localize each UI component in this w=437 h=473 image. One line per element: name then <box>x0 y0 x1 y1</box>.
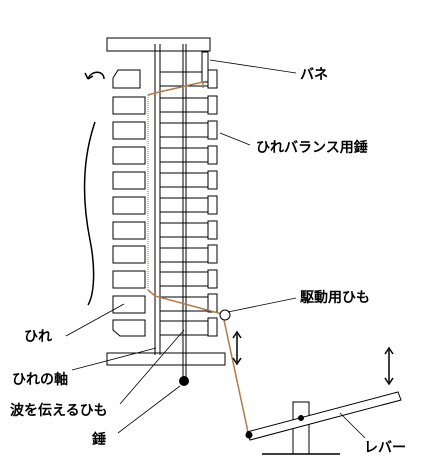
label-drive-string: 駆動用ひも <box>300 289 370 306</box>
fin <box>112 196 146 215</box>
fin <box>112 221 146 240</box>
rotation-arrow-icon <box>87 71 105 80</box>
label-weight: 錘 <box>92 431 106 448</box>
label-spring: バネ <box>300 67 328 83</box>
lever-arrow-icon <box>384 346 394 386</box>
lever-assembly <box>245 391 402 455</box>
wave-curve <box>83 121 96 306</box>
balance-weights <box>207 69 218 337</box>
spring <box>201 51 209 83</box>
top-frame-bar <box>106 37 211 52</box>
leader-lines <box>65 59 366 439</box>
fin <box>112 96 146 115</box>
drive-string <box>147 81 204 96</box>
fin-bottom <box>112 319 146 337</box>
label-fin-axis: ひれの軸 <box>12 371 68 388</box>
fin-stack <box>112 69 146 337</box>
label-fin-balance-weight: ひれバランス用錘 <box>256 139 368 156</box>
fin-top <box>112 69 141 89</box>
bottom-frame-bar <box>106 352 226 366</box>
label-wave-string: 波を伝えるひも <box>10 402 108 419</box>
fin <box>112 171 146 190</box>
weight-ball <box>179 376 189 386</box>
lever-bar <box>246 391 402 441</box>
fin <box>112 146 146 165</box>
label-fin: ひれ <box>24 329 52 345</box>
fin <box>112 270 146 289</box>
fin <box>112 245 146 264</box>
lever-pivot <box>298 415 304 421</box>
lever-end <box>245 431 253 439</box>
pulley <box>219 309 231 321</box>
label-lever: レバー <box>364 440 406 456</box>
rotation-arrow-head <box>84 72 94 80</box>
fin <box>112 295 146 314</box>
center-rods <box>159 71 209 336</box>
vertical-arrow-icon <box>232 330 242 366</box>
fin <box>112 121 146 140</box>
